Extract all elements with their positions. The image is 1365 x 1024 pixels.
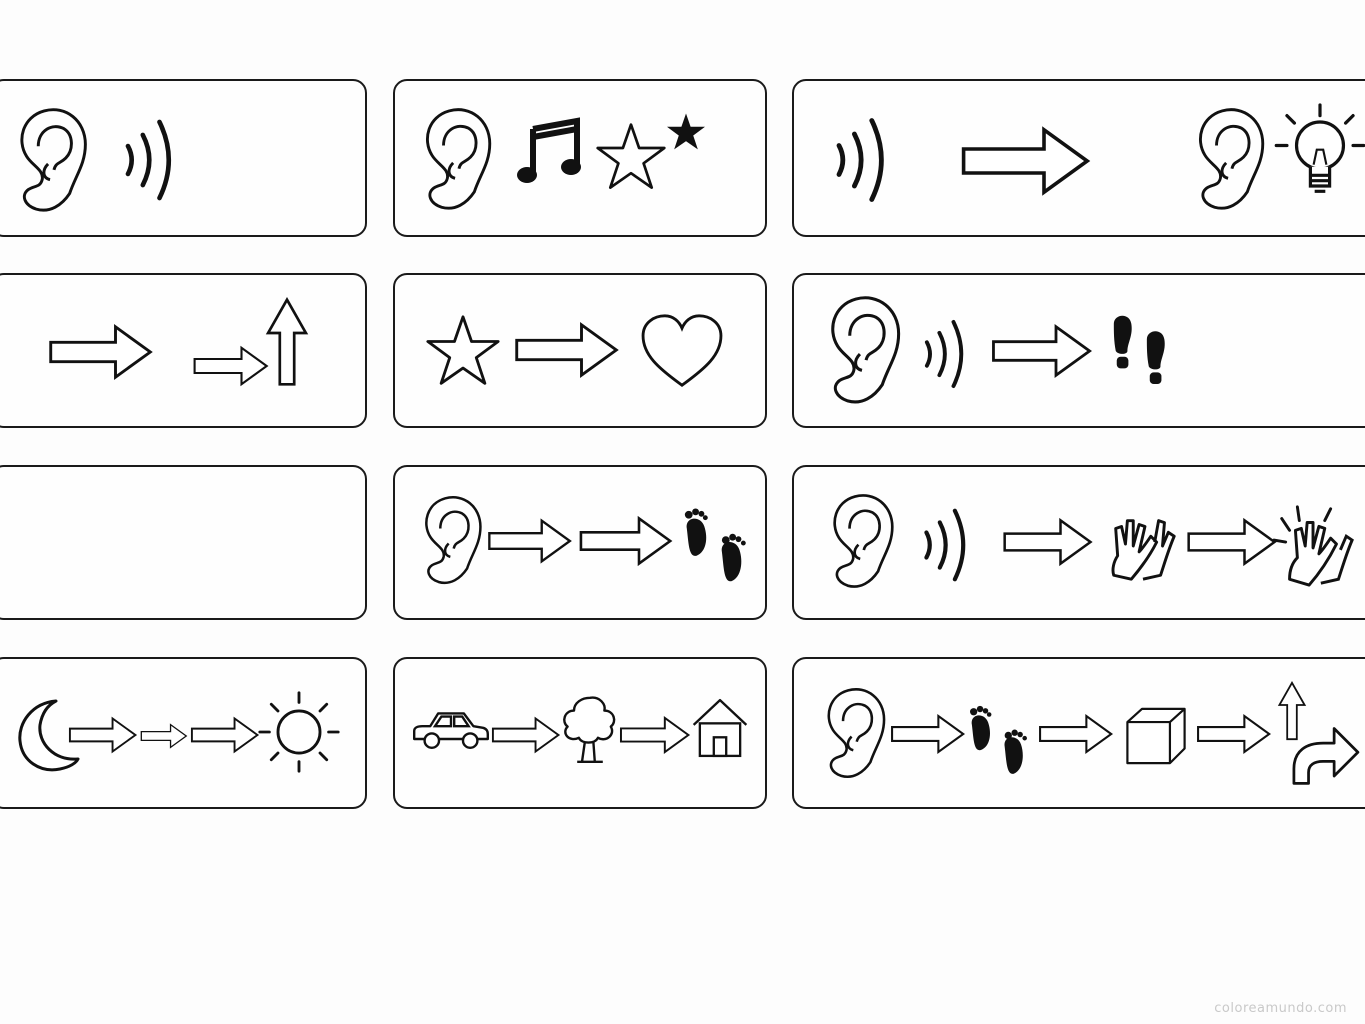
watermark: coloreamundo.com <box>1214 1001 1347 1016</box>
card-hear-sound-walk <box>792 273 1365 428</box>
arrow-right-icon <box>1039 714 1113 754</box>
arrow-right-icon <box>48 324 153 380</box>
ear-icon <box>425 495 482 585</box>
arrow-up-icon <box>266 298 308 386</box>
arrow-right-icon <box>891 714 965 754</box>
ear-icon <box>20 108 87 212</box>
card-hear-sound <box>0 79 367 237</box>
footprints-icon <box>684 508 746 582</box>
sound-waves-icon <box>926 511 963 580</box>
ear-icon <box>425 108 492 210</box>
arrow-right-icon <box>140 723 188 749</box>
arrow-right-icon <box>193 346 268 386</box>
card-hear-walk-box-turn <box>792 657 1365 809</box>
box-icon <box>1126 707 1186 765</box>
card-hear-then-walk <box>393 465 767 620</box>
arrow-right-icon <box>68 717 137 753</box>
arrow-right-icon <box>1197 714 1271 754</box>
light-bulb-icon <box>1274 103 1365 193</box>
music-note-icon <box>517 121 581 183</box>
card-star-to-heart <box>393 273 767 428</box>
turn-right-arrow-icon <box>1292 727 1360 785</box>
arrow-right-icon <box>1003 518 1092 566</box>
ear-icon <box>833 493 894 589</box>
ear-icon <box>831 296 901 404</box>
arrow-up-icon <box>1278 681 1306 741</box>
card-hear-sound-clap <box>792 465 1365 620</box>
card-sound-to-ear-idea <box>792 79 1365 237</box>
star-outline-icon <box>426 315 500 385</box>
arrow-right-icon <box>619 716 690 754</box>
shoe-prints-icon <box>1113 315 1165 384</box>
card-hear-music-stars <box>393 79 767 237</box>
card-empty <box>0 465 367 620</box>
card-moon-to-sun <box>0 657 367 809</box>
footprints-icon <box>970 705 1027 774</box>
clapping-hands-icon <box>1272 505 1354 587</box>
arrow-right-icon <box>515 323 618 377</box>
sound-waves-icon <box>839 120 881 199</box>
arrow-right-icon <box>964 130 1088 192</box>
arrow-right-icon <box>1187 519 1276 565</box>
hands-icon <box>1111 519 1176 581</box>
sound-waves-icon <box>927 322 961 386</box>
arrow-right-icon <box>579 517 672 565</box>
star-filled-icon <box>667 114 705 149</box>
ear-icon <box>827 687 886 779</box>
card-car-tree-house <box>393 657 767 809</box>
ear-icon <box>1198 108 1265 210</box>
arrow-right-icon <box>491 717 560 753</box>
heart-icon <box>641 314 723 387</box>
tree-icon <box>563 696 616 764</box>
arrow-right-icon <box>991 325 1092 377</box>
star-outline-icon <box>596 123 666 189</box>
arrow-right-icon <box>488 519 572 563</box>
arrow-right-icon <box>190 717 259 753</box>
sun-icon <box>258 691 340 773</box>
house-icon <box>692 698 748 758</box>
car-icon <box>412 712 490 750</box>
card-arrows-up <box>0 273 367 428</box>
sound-waves-icon <box>128 122 169 198</box>
